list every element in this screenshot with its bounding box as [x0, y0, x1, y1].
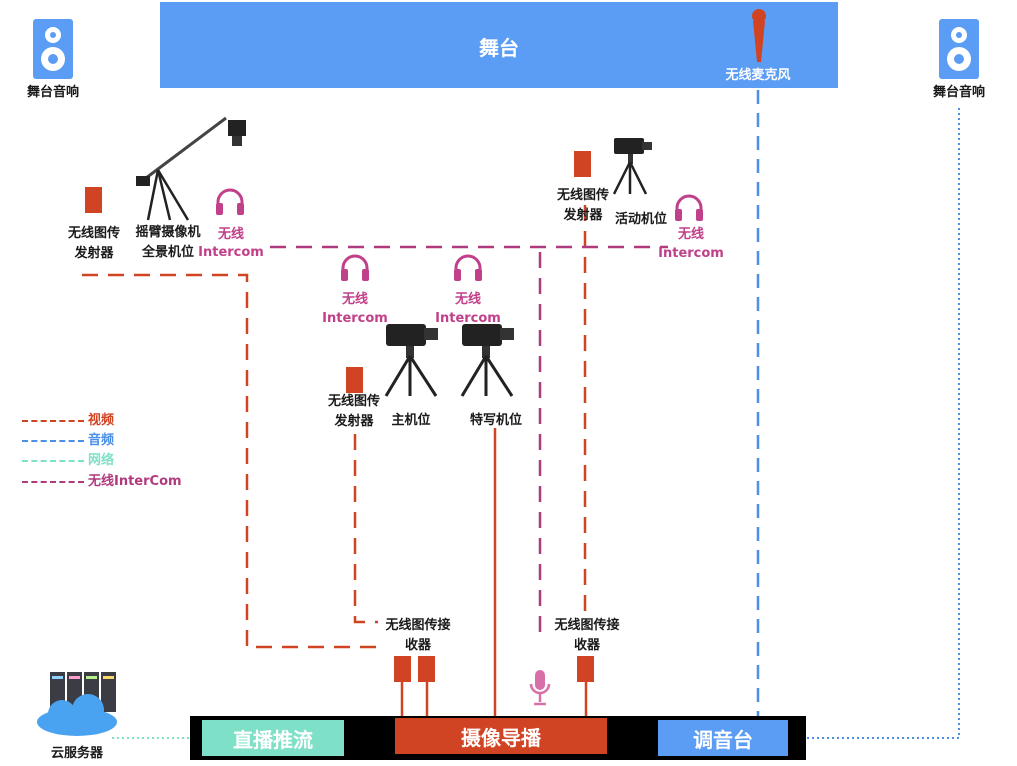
- speaker-icon-left: [33, 19, 73, 79]
- headphones-icon: [339, 252, 371, 282]
- legend-audio-label: 音频: [88, 433, 115, 448]
- stage-title: 舞台: [479, 36, 519, 60]
- receiver-center-label-1: 无线图传接: [385, 618, 451, 633]
- mobile-camera-label: 活动机位: [614, 212, 667, 227]
- legend-video-label: 视频: [88, 413, 115, 428]
- transmitter-mobile: [574, 151, 591, 177]
- stage: 舞台: [160, 2, 838, 88]
- cloud-server-label: 云服务器: [50, 746, 103, 761]
- legend-item-video: 视频: [22, 411, 114, 431]
- receiver-right-label-2: 收器: [573, 638, 600, 653]
- transmitter-left-label-2: 发射器: [74, 246, 114, 261]
- intercom-main-label-2: Intercom: [322, 311, 388, 326]
- intercom-mobile-label-1: 无线: [677, 227, 704, 242]
- jib-camera-icon: [128, 110, 250, 224]
- receiver-center-1: [394, 656, 411, 682]
- intercom-jib-label-1: 无线: [217, 227, 244, 242]
- speaker-left-label: 舞台音响: [26, 85, 79, 100]
- legend-intercom-label: 无线InterCom: [88, 474, 182, 489]
- transmitter-center: [346, 367, 363, 393]
- microphone-icon: [529, 668, 551, 710]
- transmitter-left-label-1: 无线图传: [67, 226, 120, 241]
- mic-label: 无线麦克风: [725, 68, 791, 83]
- speaker-right-label: 舞台音响: [932, 85, 985, 100]
- transmitter-mobile-label-1: 无线图传: [556, 188, 609, 203]
- legend-item-network: 网络: [22, 451, 114, 471]
- director-label: 摄像导播: [461, 725, 541, 750]
- legend-item-intercom: 无线InterCom: [22, 472, 182, 492]
- transmitter-left: [85, 187, 102, 213]
- tripod-camera-icon: [606, 132, 656, 196]
- intercom-jib-label-2: Intercom: [198, 245, 264, 260]
- transmitter-center-label-2: 发射器: [334, 414, 374, 429]
- legend-item-audio: 音频: [22, 431, 114, 451]
- receiver-right-label-1: 无线图传接: [554, 618, 620, 633]
- cloud-server-icon: [32, 670, 122, 740]
- headphones-icon: [452, 252, 484, 282]
- live-stream-label: 直播推流: [233, 727, 313, 752]
- closeup-camera-label: 特写机位: [469, 413, 522, 428]
- live-stream-box: 直播推流: [202, 720, 344, 756]
- receiver-center-2: [418, 656, 435, 682]
- intercom-closeup-label-2: Intercom: [435, 311, 501, 326]
- intercom-main-label-1: 无线: [341, 292, 368, 307]
- tripod-camera-icon: [380, 318, 442, 398]
- legend-network-label: 网络: [88, 453, 115, 468]
- speaker-icon-right: [939, 19, 979, 79]
- tripod-camera-icon: [456, 318, 518, 398]
- transmitter-mobile-label-2: 发射器: [563, 208, 603, 223]
- video-line-center-tx: [353, 434, 378, 624]
- headphones-icon: [673, 192, 705, 222]
- receiver-right: [577, 656, 594, 682]
- receiver-center-label-2: 收器: [404, 638, 431, 653]
- headphones-icon: [214, 186, 246, 216]
- jib-camera-label-2: 全景机位: [141, 245, 194, 260]
- intercom-mobile-label-2: Intercom: [658, 246, 724, 261]
- jib-camera-label-1: 摇臂摄像机: [135, 225, 201, 240]
- audio-line-speaker: [806, 108, 960, 739]
- microphone-icon: [750, 8, 768, 64]
- main-camera-label: 主机位: [391, 413, 431, 428]
- mixer-label: 调音台: [693, 727, 753, 752]
- intercom-closeup-label-1: 无线: [454, 292, 481, 307]
- mixer-box: 调音台: [658, 720, 788, 756]
- video-line-jib: [82, 273, 378, 649]
- director-box: 摄像导播: [395, 718, 607, 754]
- transmitter-center-label-1: 无线图传: [327, 394, 380, 409]
